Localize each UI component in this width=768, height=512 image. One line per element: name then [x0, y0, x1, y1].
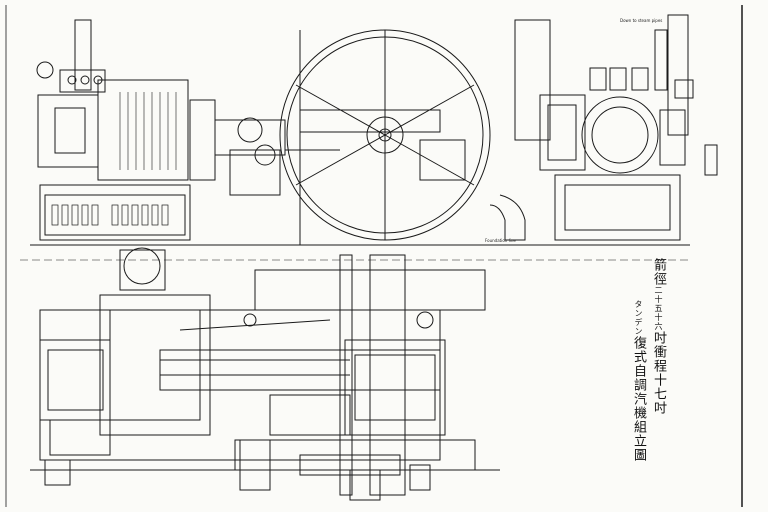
note-foundation: Foundation line — [485, 238, 516, 243]
note-steam-pipes: Down to steam pipes — [620, 18, 663, 23]
flywheel — [279, 29, 491, 245]
title-katakana: タンデン — [634, 300, 643, 336]
title-small-25: 二十五 — [654, 286, 663, 313]
plan-view — [30, 247, 500, 501]
title-small-16: 十六 — [654, 313, 663, 331]
title-suffix: 衝程十七吋 — [651, 345, 666, 415]
drawing-title-line-1: 箭徑二十五十六吋衝程十七吋 — [651, 258, 666, 415]
side-elevation-cylinder-group — [30, 19, 500, 246]
title-mid: 吋 — [651, 331, 666, 345]
title-main: 復式自調汽機組立圖 — [631, 336, 646, 462]
end-elevation — [489, 14, 718, 246]
title-prefix: 箭徑 — [651, 258, 666, 286]
drawing-title-line-2: タンデン復式自調汽機組立圖 — [631, 300, 646, 462]
